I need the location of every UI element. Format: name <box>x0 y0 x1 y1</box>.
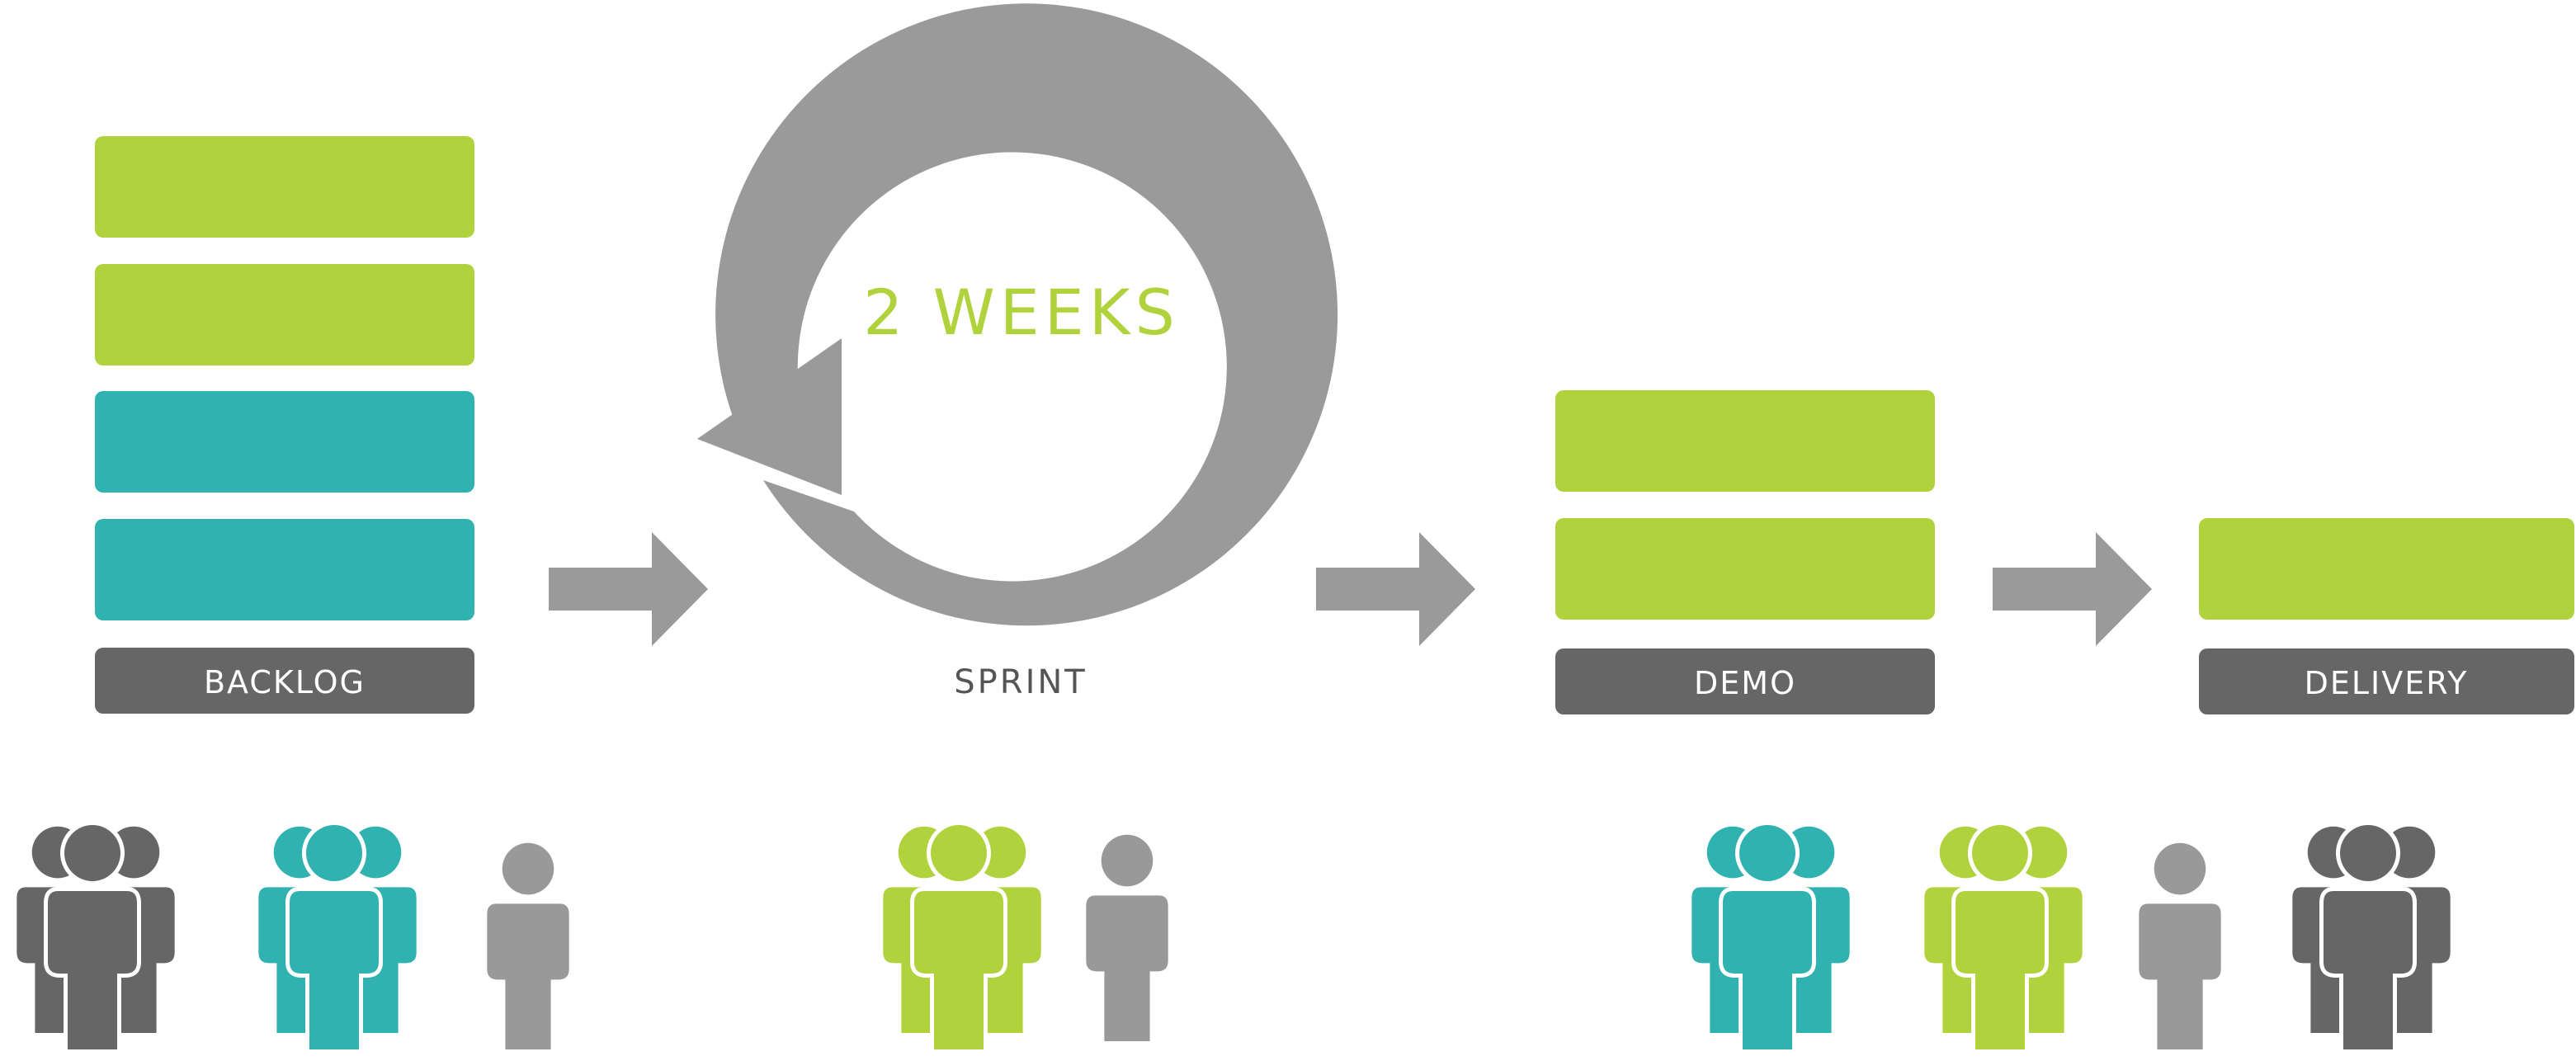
people-group-icon <box>17 825 175 1049</box>
cycle-arrowhead-icon <box>697 338 842 495</box>
refresh-cycle-icon <box>715 3 1338 626</box>
demo-label: DEMO <box>1694 665 1796 701</box>
person-icon <box>2139 842 2221 1049</box>
people-group-icon <box>2292 825 2451 1049</box>
person-icon <box>487 842 569 1049</box>
backlog-item <box>95 519 474 620</box>
people-group-icon <box>1924 825 2083 1049</box>
arrow-right-icon <box>549 532 708 646</box>
people-group-icon <box>883 825 1041 1049</box>
backlog-item <box>95 391 474 493</box>
sprint-label: SPRINT <box>954 663 1087 701</box>
sprint-cycle: 2 WEEKS SPRINT <box>697 3 1338 701</box>
backlog-stack: BACKLOG <box>95 136 474 714</box>
arrow-right-icon <box>1993 532 2152 646</box>
sprint-duration: 2 WEEKS <box>863 276 1180 349</box>
people-group-icon <box>258 825 417 1049</box>
backlog-label: BACKLOG <box>204 664 366 700</box>
arrow-right-icon <box>1316 532 1475 646</box>
demo-stack: DEMO <box>1555 390 1935 714</box>
backlog-item <box>95 264 474 365</box>
demo-item <box>1555 390 1935 492</box>
delivery-label: DELIVERY <box>2305 665 2469 701</box>
backlog-item <box>95 136 474 238</box>
delivery-item <box>2199 518 2574 620</box>
delivery-label-box <box>2199 648 2574 714</box>
person-icon <box>1086 834 1168 1041</box>
demo-label-box <box>1555 648 1935 714</box>
demo-item <box>1555 518 1935 620</box>
backlog-label-box <box>95 648 474 714</box>
people-group-icon <box>1691 825 1850 1049</box>
delivery-stack: DELIVERY <box>2199 518 2574 714</box>
